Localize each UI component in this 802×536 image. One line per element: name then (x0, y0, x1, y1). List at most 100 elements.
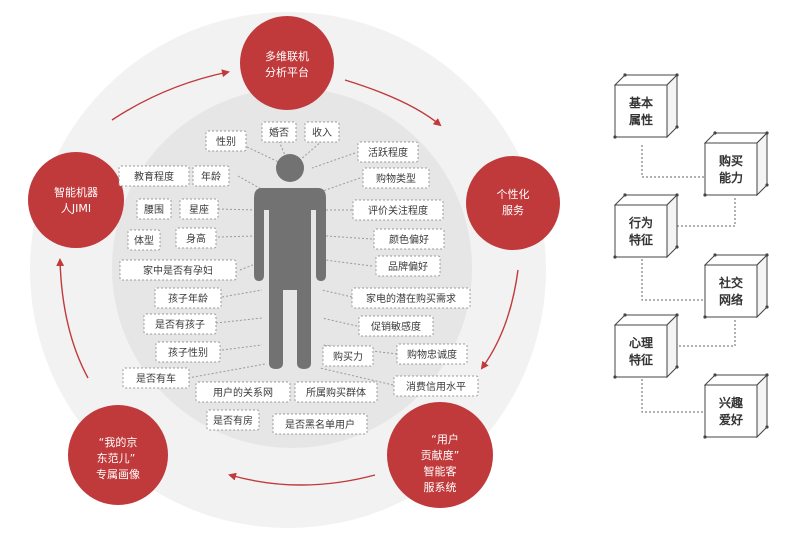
node-exclusive-profile-line-3: 专属画像 (96, 467, 140, 481)
cube-corner-dot (675, 125, 679, 129)
cube-label-line: 行为 (628, 215, 653, 230)
tag-label: 孩子年龄 (168, 292, 208, 305)
cube-side-face (666, 73, 678, 139)
cube-connector-4 (672, 320, 736, 347)
tag-child-gender: 孩子性别 (155, 341, 221, 363)
node-analysis-platform-line-2: 分析平台 (265, 65, 309, 79)
tag-has-house: 是否有房 (206, 409, 260, 431)
cube-corner-dot (675, 245, 679, 249)
cycle-arrows (56, 69, 519, 486)
tag-body: 体型 (127, 229, 161, 251)
tag-color: 颜色偏好 (373, 228, 445, 250)
tag-box (304, 121, 340, 143)
cube-corner-dot (765, 131, 769, 135)
cube-corner-dot (675, 73, 679, 77)
node-exclusive-profile-circle (68, 405, 168, 505)
tag-shopping-type: 购物类型 (362, 167, 430, 189)
tag-label: 腰围 (144, 204, 164, 216)
arrow-left-top (111, 69, 230, 121)
tag-box (143, 313, 217, 335)
tag-label: 身高 (186, 232, 206, 245)
cube-label-line: 兴趣 (719, 395, 744, 410)
tag-box (352, 199, 444, 221)
cube-connectors (641, 145, 736, 413)
arrow-bottomleft-left (56, 258, 89, 379)
cube-corner-dot (713, 131, 717, 135)
tag-box (272, 413, 368, 435)
cube-corner-dot (675, 193, 679, 197)
cube-corner-dot (623, 193, 627, 197)
tag-waist: 腰围 (136, 198, 172, 220)
connector-activity (311, 152, 356, 169)
tag-box (357, 141, 419, 163)
node-customer-service-circle (387, 402, 493, 508)
cube-label-line: 心理 (629, 336, 653, 350)
tag-box (393, 375, 479, 397)
attribute-tags: 性别婚否收入活跃程度教育程度年龄购物类型腰围星座评价关注程度体型身高颜色偏好家中… (118, 121, 479, 435)
cube-front-face (614, 324, 668, 378)
cube-corner-dot (703, 193, 707, 197)
tag-box (179, 198, 219, 220)
cube-corner-dot (613, 255, 617, 259)
node-exclusive-profile-line-2: 东范儿” (97, 451, 136, 465)
tag-review: 评价关注程度 (352, 199, 444, 221)
cube-corner-dot (765, 253, 769, 257)
tag-brand: 品牌偏好 (375, 255, 441, 277)
tag-box (322, 345, 374, 367)
cube-label-line: 基本 (628, 95, 653, 110)
cube-front-face (704, 384, 758, 438)
tag-child-age: 孩子年龄 (154, 287, 222, 309)
cube-corner-dot (703, 315, 707, 319)
tag-income: 收入 (304, 121, 340, 143)
tag-label: 购买力 (333, 350, 363, 363)
cube-corner-dot (765, 373, 769, 377)
tag-purchase-power: 购买力 (322, 345, 374, 367)
node-customer-service-line-1: “用户 (431, 432, 459, 446)
cube-top-face (703, 374, 769, 386)
tag-label: 体型 (134, 234, 154, 247)
cube-label-line: 社交 (718, 275, 743, 290)
cube-corner-dot (675, 313, 679, 317)
tag-marriage: 婚否 (261, 121, 297, 143)
cube-connector-1 (641, 145, 705, 178)
tag-has-child: 是否有孩子 (143, 313, 217, 335)
cube-connector-5 (641, 375, 705, 413)
node-personalized-service: 个性化 服务 (466, 156, 560, 250)
tag-box (118, 165, 190, 187)
cube-corner-dot (675, 365, 679, 369)
cube-corner-dot (623, 313, 627, 317)
cube-side-face (666, 313, 678, 379)
cube-corner-dot (613, 375, 617, 379)
cube-connector-2 (672, 198, 736, 227)
tag-label: 消费信用水平 (406, 380, 466, 393)
connector-gender (246, 146, 286, 166)
tag-label: 孩子性别 (168, 346, 208, 359)
tag-box (195, 381, 291, 403)
tag-appliance: 家电的潜在购买需求 (351, 287, 471, 309)
tag-activity: 活跃程度 (357, 141, 419, 163)
tag-label: 是否黑名单用户 (285, 418, 355, 431)
tag-box (119, 259, 237, 281)
cube-top-face (613, 314, 679, 326)
tag-credit: 消费信用水平 (393, 375, 479, 397)
connector-shopping-type (319, 177, 361, 193)
cube-label-line: 特征 (629, 352, 653, 367)
tag-blacklist: 是否黑名单用户 (272, 413, 368, 435)
tag-constellation: 星座 (179, 198, 219, 220)
cube-top-face (613, 74, 679, 86)
tag-label: 年龄 (201, 170, 221, 183)
tag-has-car: 是否有车 (122, 367, 190, 389)
cube-front-face (704, 142, 758, 196)
tag-label: 所属购买群体 (306, 386, 366, 399)
node-personalized-service-line-1: 个性化 (497, 187, 530, 201)
cube-front-face (704, 264, 758, 318)
node-robot-jimi-line-1: 智能机器 (54, 185, 98, 199)
cube-front-face (614, 84, 668, 138)
tag-label: 收入 (312, 126, 332, 139)
